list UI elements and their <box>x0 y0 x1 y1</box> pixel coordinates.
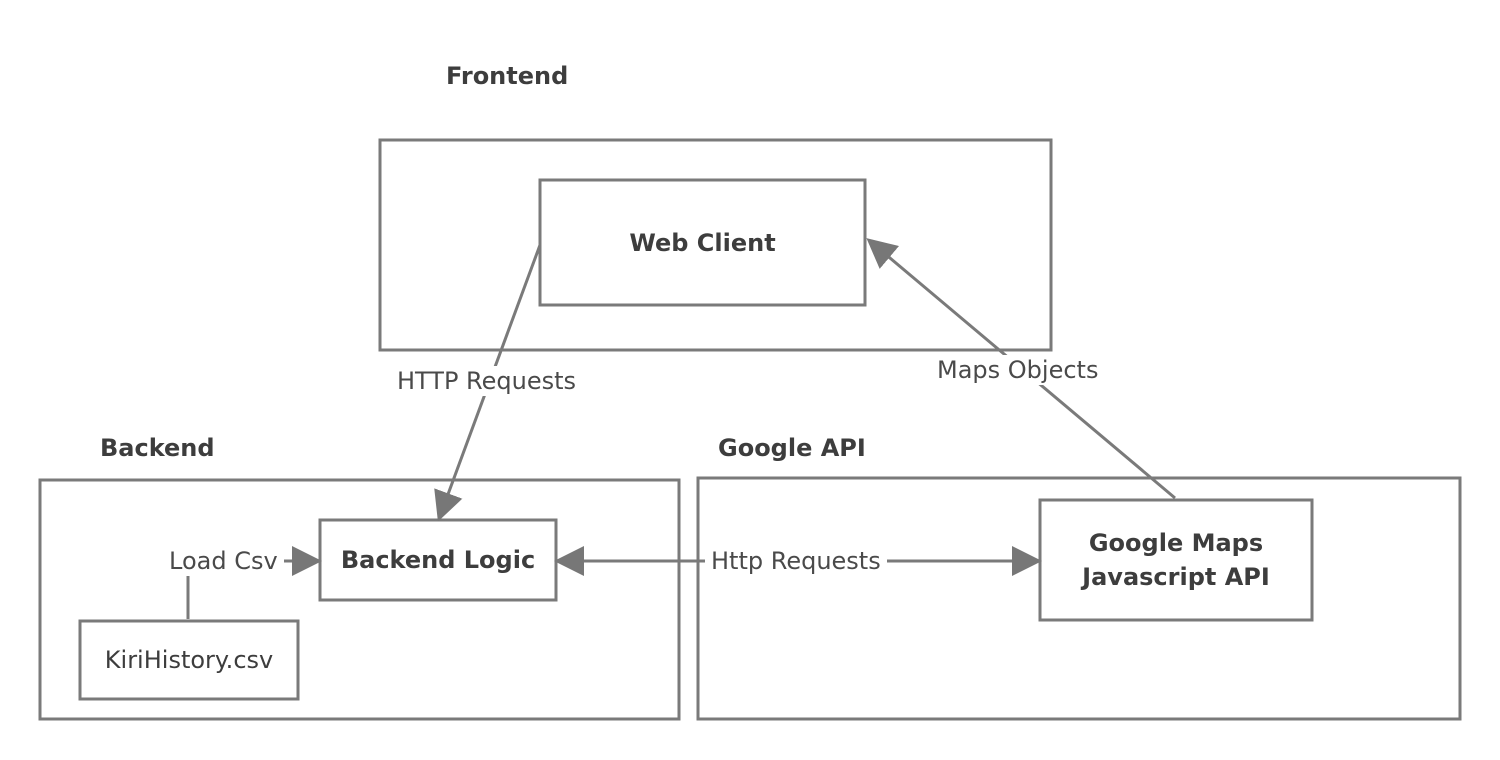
google-maps-label: Google Maps Javascript API <box>1040 500 1312 620</box>
google-api-group-box <box>696 476 1462 721</box>
frontend-group-box <box>378 138 1053 352</box>
backend-logic-label: Backend Logic <box>340 546 536 574</box>
maps-objects-label: Maps Objects <box>931 355 1105 385</box>
kiri-history-box <box>78 619 300 701</box>
load-csv-label: Load Csv <box>163 546 284 576</box>
google-maps-label-line2: Javascript API <box>1082 563 1270 591</box>
backend-group-label: Backend <box>100 434 215 462</box>
backend-logic-box <box>318 518 558 602</box>
http-requests-google-label: Http Requests <box>705 546 887 576</box>
kiri-history-label: KiriHistory.csv <box>104 646 274 674</box>
http-requests-label: HTTP Requests <box>391 366 583 396</box>
web-client-box <box>538 178 867 307</box>
backend-group-box <box>38 478 681 721</box>
google-api-group-label: Google API <box>718 434 866 462</box>
google-maps-label-line1: Google Maps <box>1088 529 1264 557</box>
frontend-group-label: Frontend <box>446 62 569 90</box>
web-client-label: Web Client <box>629 228 776 257</box>
